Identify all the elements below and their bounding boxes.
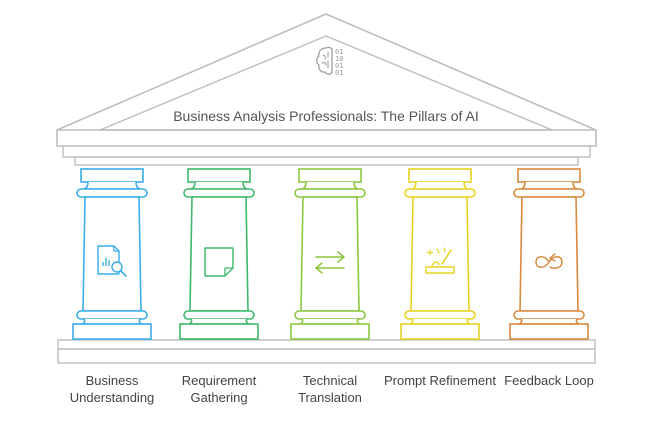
binary-row-2: 10 [335, 55, 343, 63]
swap-arrows-icon [315, 251, 345, 274]
binary-row-1: 01 [335, 48, 343, 56]
binary-row-3: 01 [335, 62, 343, 70]
binary-row-4: 01 [335, 69, 343, 77]
pillars-group [72, 168, 589, 340]
pillar-2 [179, 168, 259, 340]
temple-base [57, 339, 596, 364]
pillar-1 [72, 168, 152, 340]
loop-icon [535, 253, 563, 269]
ai-brain-binary-icon: 01 10 01 01 [316, 46, 343, 77]
pillar-label-technical-translation: Technical Translation [298, 373, 362, 405]
pillar-label-business-understanding: Business Understanding [69, 373, 155, 405]
pillar-label-prompt-refinement: Prompt Refinement [384, 373, 496, 388]
pillar-5 [509, 168, 589, 340]
pillar-3 [290, 168, 370, 340]
pillar-label-requirement-gathering: Requirement Gathering [181, 373, 257, 405]
entablature [62, 145, 591, 166]
sticky-note-icon [204, 247, 234, 277]
temple-roof [56, 13, 597, 147]
pillar-4 [400, 168, 480, 340]
pillar-label-feedback-loop: Feedback Loop [504, 373, 594, 388]
document-search-icon [97, 245, 127, 277]
diagram-title: Business Analysis Professionals: The Pil… [173, 108, 479, 124]
magic-wand-icon [425, 247, 455, 274]
